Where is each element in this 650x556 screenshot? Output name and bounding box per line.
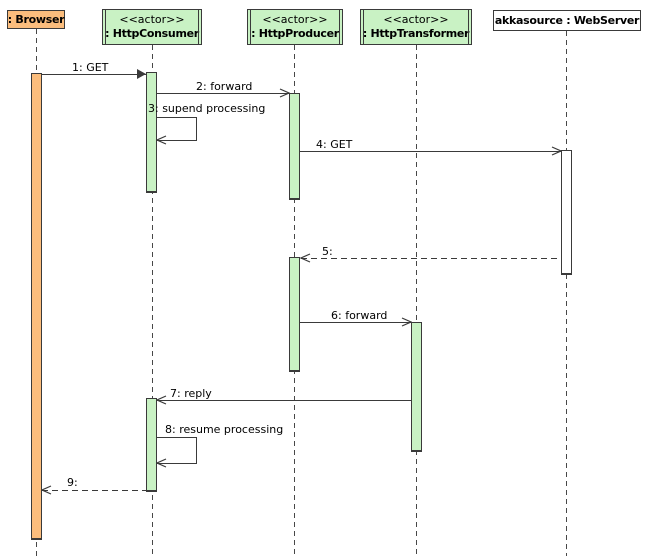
inner-border-right <box>339 10 340 44</box>
participant-name: : HttpConsumer <box>105 27 199 40</box>
inner-border-right <box>198 10 199 44</box>
inner-border-left <box>363 10 364 44</box>
inner-border-left <box>250 10 251 44</box>
message-5-label: 5: <box>322 245 333 258</box>
message-2-line <box>157 93 289 94</box>
message-1-line <box>42 74 146 75</box>
participant-box-httpconsumer: <<actor>> : HttpConsumer <box>102 9 202 45</box>
activation-httpconsumer-1 <box>146 72 157 193</box>
inner-border-right <box>468 10 469 44</box>
participant-box-httptransformer: <<actor>> : HttpTransformer <box>360 9 472 45</box>
message-6-line <box>300 322 411 323</box>
participant-name: akkasource : WebServer <box>494 13 640 27</box>
message-8-label: 8: resume processing <box>165 423 284 436</box>
message-9-line <box>42 490 146 491</box>
message-9-label: 9: <box>67 476 78 489</box>
activation-browser <box>31 73 42 540</box>
participant-name: : HttpTransformer <box>362 27 470 40</box>
lifeline-httptransformer <box>416 45 417 556</box>
message-1-label: 1: GET <box>72 61 109 74</box>
message-2-label: 2: forward <box>196 80 253 93</box>
message-4-label: 4: GET <box>316 138 353 151</box>
message-7-label: 7: reply <box>170 387 212 400</box>
message-8-self-loop <box>157 437 197 464</box>
inner-border-left <box>105 10 106 44</box>
open-arrowhead-icon <box>156 458 167 468</box>
participant-stereotype: <<actor>> <box>383 13 449 26</box>
activation-httpproducer-2 <box>289 257 300 372</box>
activation-webserver <box>561 150 572 275</box>
activation-httpconsumer-2 <box>146 398 157 492</box>
open-arrowhead-icon <box>551 146 562 156</box>
open-arrowhead-icon <box>401 317 412 327</box>
activation-httpproducer-1 <box>289 93 300 200</box>
lifeline-webserver <box>566 31 567 556</box>
open-arrowhead-icon <box>300 253 311 263</box>
participant-name: : Browser <box>7 12 65 26</box>
activation-httptransformer <box>411 322 422 452</box>
message-4-line <box>300 151 561 152</box>
message-3-self-loop <box>157 117 197 141</box>
participant-stereotype: <<actor>> <box>262 13 328 26</box>
open-arrowhead-icon <box>156 395 167 405</box>
participant-stereotype: <<actor>> <box>119 13 185 26</box>
open-arrowhead-icon <box>279 88 290 98</box>
message-6-label: 6: forward <box>331 309 388 322</box>
lifeline-httpconsumer <box>152 45 153 556</box>
participant-name: : HttpProducer <box>251 27 339 40</box>
participant-box-browser: : Browser <box>7 10 65 29</box>
filled-arrowhead-icon <box>137 69 146 79</box>
message-7-line <box>157 400 411 401</box>
open-arrowhead-icon <box>156 135 167 145</box>
message-3-label: 3: supend processing <box>148 102 266 115</box>
participant-box-httpproducer: <<actor>> : HttpProducer <box>247 9 343 45</box>
message-5-line <box>301 258 561 259</box>
open-arrowhead-icon <box>41 485 52 495</box>
participant-box-webserver: akkasource : WebServer <box>493 10 641 31</box>
